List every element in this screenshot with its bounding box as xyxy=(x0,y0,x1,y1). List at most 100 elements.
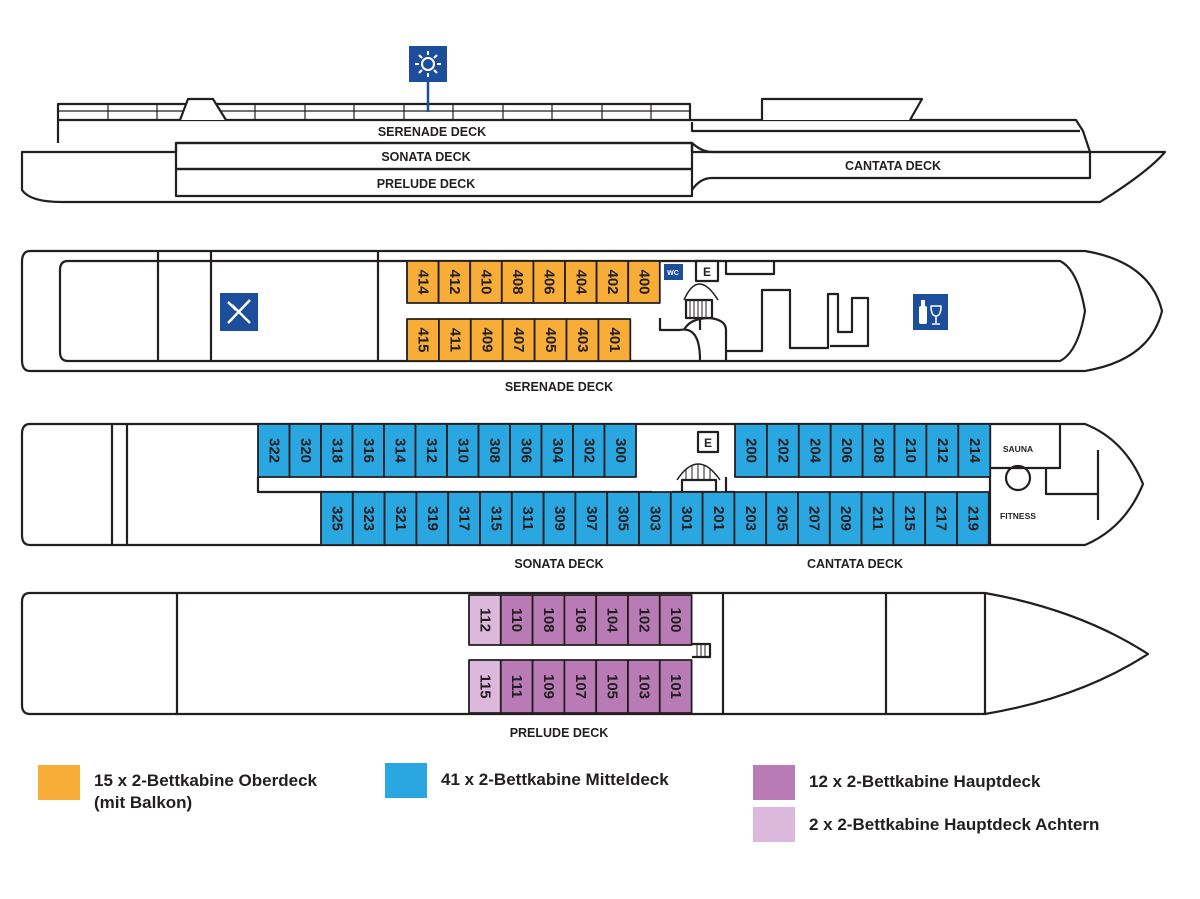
cabin-number: 101 xyxy=(667,674,684,699)
cabin-402[interactable] xyxy=(595,260,630,304)
cabin-315[interactable] xyxy=(479,491,513,546)
wc-icon xyxy=(664,264,683,280)
cabin-412[interactable] xyxy=(437,260,472,304)
cabin-414[interactable] xyxy=(406,260,440,304)
serenade-deck-caption: SERENADE DECK xyxy=(505,380,613,394)
legend-hauptdeck-text: 12 x 2-Bettkabine Hauptdeck xyxy=(809,772,1041,791)
cabin-number: 217 xyxy=(933,506,950,531)
cabin-number: 201 xyxy=(710,506,727,531)
legend-swatch-oberdeck xyxy=(38,765,80,800)
cabin-number: 311 xyxy=(519,506,536,530)
cabin-305[interactable] xyxy=(606,491,640,546)
cabin-111[interactable] xyxy=(499,659,534,714)
cabin-number: 108 xyxy=(540,607,557,632)
fitness-label: FITNESS xyxy=(1000,511,1036,521)
cabin-209[interactable] xyxy=(828,491,863,546)
cabin-401[interactable] xyxy=(597,318,632,362)
cabin-number: 310 xyxy=(454,438,471,463)
legend-mitteldeck-text: 41 x 2-Bettkabine Mitteldeck xyxy=(441,770,669,789)
cabin-310[interactable] xyxy=(446,423,480,478)
legend-swatch-mitteldeck xyxy=(385,763,427,798)
cabin-300[interactable] xyxy=(603,423,637,478)
cabin-214[interactable] xyxy=(957,423,992,478)
cabin-number: 212 xyxy=(934,438,951,463)
cabin-204[interactable] xyxy=(797,423,832,478)
cabin-number: 307 xyxy=(583,506,600,531)
cabin-number: 214 xyxy=(966,438,983,464)
cabin-number: 403 xyxy=(574,327,591,352)
cabin-number: 100 xyxy=(667,607,684,632)
cabin-number: 301 xyxy=(678,506,695,531)
cabin-102[interactable] xyxy=(627,594,661,646)
cabin-207[interactable] xyxy=(797,491,831,546)
cabin-408[interactable] xyxy=(500,260,535,304)
cabin-number: 408 xyxy=(509,269,526,294)
cabin-number: 203 xyxy=(742,506,759,531)
cabin-number: 219 xyxy=(964,506,981,531)
cabin-219[interactable] xyxy=(956,491,990,546)
cabin-number: 409 xyxy=(478,327,495,352)
cabin-303[interactable] xyxy=(638,491,672,546)
legend-swatch-hauptdeck xyxy=(753,765,795,800)
cabin-321[interactable] xyxy=(383,491,418,546)
legend-hauptdeck-achtern-text: 2 x 2-Bettkabine Hauptdeck Achtern xyxy=(809,815,1100,834)
cabin-101[interactable] xyxy=(658,659,693,714)
cabin-208[interactable] xyxy=(861,423,896,478)
cabin-314[interactable] xyxy=(383,423,417,478)
cabin-number: 206 xyxy=(838,438,855,463)
cabin-number: 415 xyxy=(414,327,431,352)
cabin-108[interactable] xyxy=(531,594,566,646)
cabin-number: 407 xyxy=(510,327,527,352)
sun-icon xyxy=(409,46,447,82)
cabin-400[interactable] xyxy=(627,260,661,304)
cabin-215[interactable] xyxy=(892,491,927,546)
cabin-105[interactable] xyxy=(595,659,629,714)
cabin-301[interactable] xyxy=(669,491,704,546)
profile-serenade-label: SERENADE DECK xyxy=(378,125,486,139)
cabin-number: 400 xyxy=(636,269,653,294)
cabin-404[interactable] xyxy=(564,260,598,304)
serenade-outline xyxy=(20,249,1164,373)
cabin-number: 322 xyxy=(265,438,282,463)
cabin-number: 314 xyxy=(391,438,408,464)
cabin-number: 105 xyxy=(604,674,621,699)
legend-oberdeck: 15 x 2-Bettkabine Oberdeck (mit Balkon) xyxy=(38,765,317,814)
cabin-411[interactable] xyxy=(437,318,472,362)
cabin-112[interactable] xyxy=(468,594,502,646)
cabin-302[interactable] xyxy=(572,423,606,478)
legend-swatch-hauptdeck-achtern xyxy=(753,807,795,842)
cabin-number: 104 xyxy=(604,607,621,633)
cabin-415[interactable] xyxy=(406,318,440,362)
cabin-number: 410 xyxy=(478,269,495,294)
cabin-318[interactable] xyxy=(320,423,354,478)
cabin-number: 210 xyxy=(902,438,919,463)
cabin-number: 304 xyxy=(549,438,566,464)
cabin-210[interactable] xyxy=(893,423,928,478)
cabin-number: 111 xyxy=(508,675,525,698)
cabin-number: 204 xyxy=(806,438,823,464)
cabin-319[interactable] xyxy=(415,491,450,546)
cabin-309[interactable] xyxy=(542,491,577,546)
cabin-410[interactable] xyxy=(469,260,503,304)
legend-mitteldeck: 41 x 2-Bettkabine Mitteldeck xyxy=(385,763,669,798)
cabin-number: 202 xyxy=(774,438,791,463)
prelude-deck-caption: PRELUDE DECK xyxy=(510,726,609,740)
cabin-203[interactable] xyxy=(733,491,768,546)
cantata-deck-caption: CANTATA DECK xyxy=(807,557,903,571)
cabin-number: 321 xyxy=(392,506,409,531)
cabin-409[interactable] xyxy=(469,318,504,362)
sonata-deck-caption: SONATA DECK xyxy=(514,557,603,571)
cabin-304[interactable] xyxy=(540,423,574,478)
profile-prelude-deck xyxy=(174,167,694,198)
cabin-100[interactable] xyxy=(658,594,693,646)
cabin-403[interactable] xyxy=(565,318,600,362)
cabin-211[interactable] xyxy=(860,491,895,546)
cabin-323[interactable] xyxy=(351,491,386,546)
